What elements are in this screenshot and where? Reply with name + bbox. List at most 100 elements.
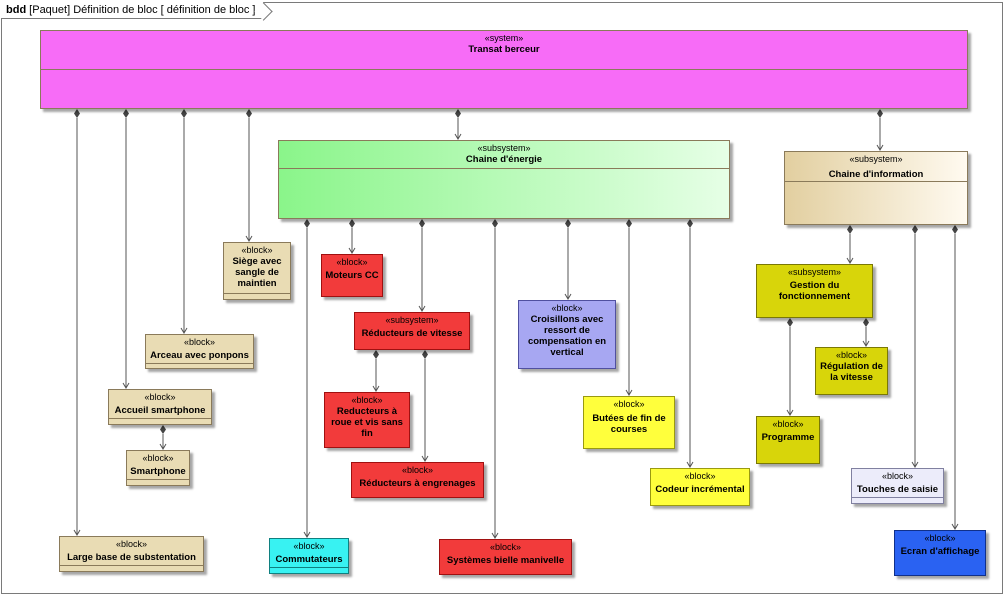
composition-link-gestion-regulation[interactable] <box>862 318 870 347</box>
stereotype: «block» <box>881 471 914 481</box>
composition-link-chaine-energie-croisillons[interactable] <box>564 219 572 300</box>
block-gestion[interactable]: «subsystem» Gestion du fonctionnement <box>756 264 873 318</box>
composition-link-chaine-energie-butees[interactable] <box>625 219 633 396</box>
composition-diamond-icon <box>123 109 129 118</box>
composition-link-chaine-info-touches[interactable] <box>911 225 919 468</box>
block-ecran[interactable]: «block» Ecran d'affichage <box>894 530 986 576</box>
composition-diamond-icon <box>626 219 632 228</box>
block-butees[interactable]: «block» Butées de fin de courses <box>583 396 675 449</box>
composition-diamond-icon <box>181 109 187 118</box>
arrowhead-icon <box>421 455 429 462</box>
composition-diamond-icon <box>455 109 461 118</box>
stereotype: «block» <box>924 533 956 543</box>
composition-link-transat-chaine-energie[interactable] <box>454 109 462 140</box>
compartment-divider <box>109 418 211 419</box>
compartment-divider <box>224 293 290 294</box>
block-moteurs[interactable]: «block» Moteurs CC <box>321 254 383 297</box>
arrowhead-icon <box>491 532 499 539</box>
arrowhead-icon <box>245 235 253 242</box>
composition-diamond-icon <box>74 109 80 118</box>
composition-link-transat-base[interactable] <box>73 109 81 536</box>
arrowhead-icon <box>73 529 81 536</box>
block-regulation[interactable]: «block» Régulation de la vitesse <box>815 347 888 395</box>
stereotype: «block» <box>613 399 645 409</box>
arrowhead-icon <box>180 327 188 334</box>
block-touches[interactable]: «block» Touches de saisie <box>851 468 944 504</box>
composition-diamond-icon <box>373 350 379 359</box>
block-name: Moteurs CC <box>325 270 379 281</box>
block-base[interactable]: «block» Large base de substentation <box>59 536 204 572</box>
arrowhead-icon <box>951 523 959 530</box>
stereotype: «system» <box>484 33 524 43</box>
composition-link-chaine-energie-codeur[interactable] <box>686 219 694 468</box>
block-name: Touches de saisie <box>856 484 939 495</box>
composition-diamond-icon <box>160 425 166 434</box>
compartment-divider <box>279 168 729 169</box>
block-name: Large base de substentation <box>67 552 196 563</box>
composition-link-transat-chaine-info[interactable] <box>876 109 884 151</box>
arrowhead-icon <box>159 443 167 450</box>
stereotype: «block» <box>401 465 434 475</box>
composition-link-chaine-energie-commutateurs[interactable] <box>303 219 311 538</box>
stereotype: «block» <box>293 541 325 551</box>
stereotype: «subsystem» <box>385 315 439 325</box>
compartment-divider <box>146 363 253 364</box>
composition-link-transat-arceau[interactable] <box>180 109 188 334</box>
block-croisillons[interactable]: «block» Croisillons avec ressort de comp… <box>518 300 616 369</box>
composition-link-accueil-smartphone[interactable] <box>159 425 167 450</box>
composition-link-transat-accueil[interactable] <box>122 109 130 389</box>
composition-link-transat-siege[interactable] <box>245 109 253 242</box>
block-codeur[interactable]: «block» Codeur incrémental <box>650 468 750 506</box>
composition-diamond-icon <box>492 219 498 228</box>
arrowhead-icon <box>846 257 854 264</box>
block-name: Transat berceur <box>468 44 540 55</box>
block-name: Accueil smartphone <box>114 405 206 416</box>
composition-link-chaine-energie-reducteurs[interactable] <box>418 219 426 312</box>
composition-diamond-icon <box>687 219 693 228</box>
composition-link-reducteurs-engrenages[interactable] <box>421 350 429 462</box>
arrowhead-icon <box>625 389 633 396</box>
composition-diamond-icon <box>419 219 425 228</box>
block-name: Reducteurs à roue et vis sans fin <box>331 406 403 439</box>
block-commutateurs[interactable]: «block» Commutateurs <box>269 538 349 574</box>
arrowhead-icon <box>454 133 462 140</box>
block-programme[interactable]: «block» Programme <box>756 416 820 464</box>
arrowhead-icon <box>876 144 884 151</box>
arrowhead-icon <box>303 531 311 538</box>
compartment-divider <box>127 479 189 480</box>
stereotype: «block» <box>142 453 174 463</box>
composition-link-chaine-info-ecran[interactable] <box>951 225 959 530</box>
block-engrenages[interactable]: «block» Réducteurs à engrenages <box>351 462 484 498</box>
block-siege[interactable]: «block» Siège avec sangle de maintien <box>223 242 291 300</box>
frame-title: [Paquet] Définition de bloc [ définition… <box>29 4 256 16</box>
composition-link-gestion-programme[interactable] <box>786 318 794 416</box>
block-chaine-energie[interactable]: «subsystem» Chaine d'énergie <box>278 140 730 219</box>
stereotype: «block» <box>336 257 368 267</box>
composition-diamond-icon <box>565 219 571 228</box>
block-reducteurs[interactable]: «subsystem» Réducteurs de vitesse <box>354 312 470 350</box>
composition-link-chaine-energie-bielle[interactable] <box>491 219 499 539</box>
block-name: Smartphone <box>130 466 186 477</box>
block-name: Commutateurs <box>275 554 343 565</box>
block-bielle[interactable]: «block» Systèmes bielle manivelle <box>439 539 572 575</box>
compartment-divider <box>270 567 348 568</box>
block-smartphone[interactable]: «block» Smartphone <box>126 450 190 486</box>
composition-link-reducteurs-roue-vis[interactable] <box>372 350 380 392</box>
block-transat[interactable]: «system» Transat berceur <box>40 30 968 109</box>
stereotype: «subsystem» <box>849 154 903 164</box>
arrowhead-icon <box>418 305 426 312</box>
composition-link-chaine-energie-moteurs[interactable] <box>348 219 356 254</box>
block-arceau[interactable]: «block» Arceau avec ponpons <box>145 334 254 369</box>
arrowhead-icon <box>122 382 130 389</box>
compartment-divider <box>785 181 967 182</box>
frame-kind: bdd <box>6 4 27 16</box>
stereotype: «subsystem» <box>477 143 531 153</box>
stereotype: «block» <box>241 245 273 255</box>
composition-diamond-icon <box>304 219 310 228</box>
composition-link-chaine-info-gestion[interactable] <box>846 225 854 264</box>
block-name: Réducteurs à engrenages <box>359 478 476 489</box>
block-name: Régulation de la vitesse <box>820 361 883 383</box>
block-accueil[interactable]: «block» Accueil smartphone <box>108 389 212 425</box>
block-chaine-info[interactable]: «subsystem» Chaine d'information <box>784 151 968 225</box>
block-roue-vis[interactable]: «block» Reducteurs à roue et vis sans fi… <box>324 392 410 448</box>
